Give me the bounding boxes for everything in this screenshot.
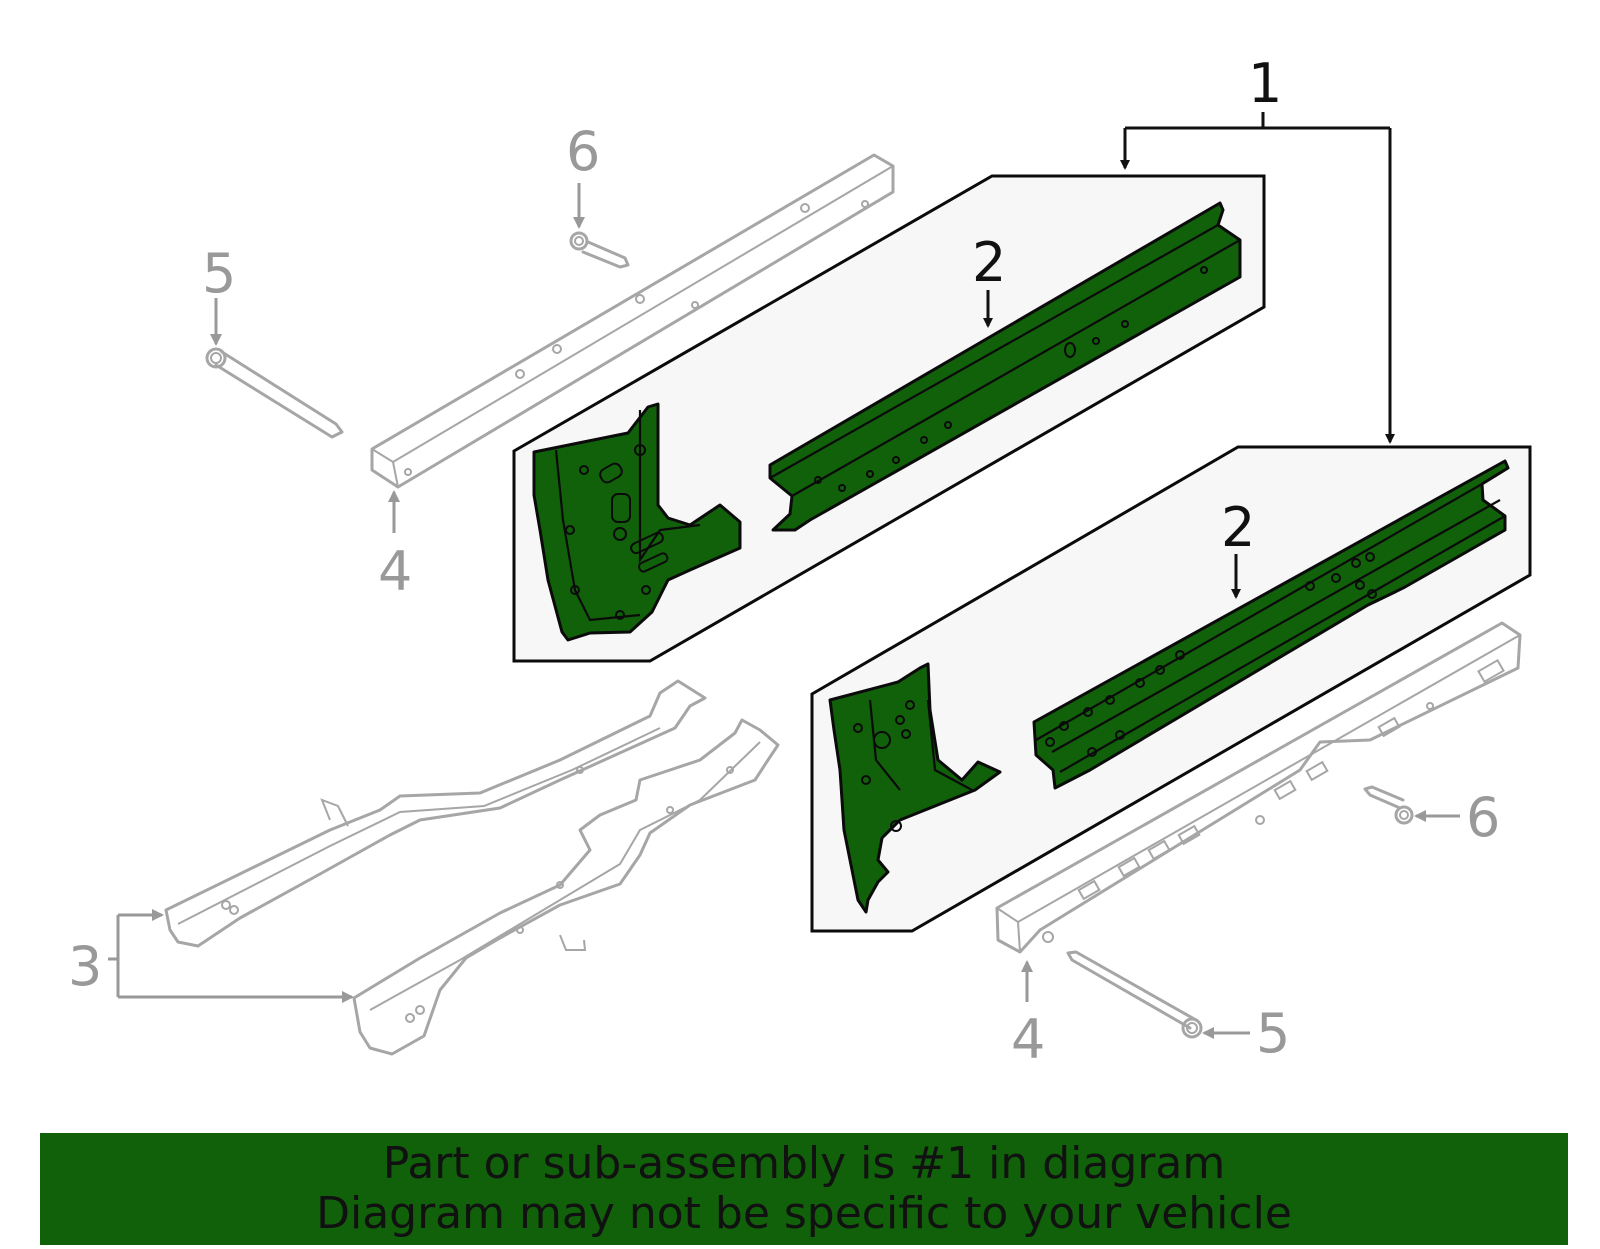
callout-3: 3 [68, 935, 102, 998]
part-6-bolt-right [1363, 785, 1414, 825]
assembly-panel-upper [512, 174, 1266, 663]
part-3-rails [164, 679, 780, 1056]
callout-6-upper: 6 [566, 120, 600, 183]
assembly-panel-lower [810, 445, 1532, 933]
part-5-bolt-left [205, 347, 344, 439]
callout-5-upper: 5 [202, 242, 236, 305]
callout-1: 1 [1248, 52, 1282, 115]
banner-line-1: Part or sub-assembly is #1 in diagram [382, 1138, 1226, 1189]
leader-1 [1120, 112, 1395, 444]
callout-6-lower: 6 [1466, 786, 1500, 849]
banner-line-2: Diagram may not be specific to your vehi… [316, 1188, 1292, 1239]
callout-4-lower: 4 [1011, 1008, 1045, 1071]
part-4-rocker-reinforcement-right [995, 621, 1522, 954]
callout-2-lower: 2 [1221, 496, 1255, 559]
part-4-rocker-reinforcement-left [370, 153, 895, 489]
notice-banner: Part or sub-assembly is #1 in diagram Di… [40, 1133, 1568, 1245]
callout-2-upper: 2 [972, 231, 1006, 294]
callout-5-lower: 5 [1256, 1002, 1290, 1065]
callout-4-upper: 4 [378, 540, 412, 603]
part-6-bolt-left [569, 231, 630, 269]
part-5-bolt-right [1066, 950, 1203, 1039]
leader-3 [108, 909, 354, 1003]
